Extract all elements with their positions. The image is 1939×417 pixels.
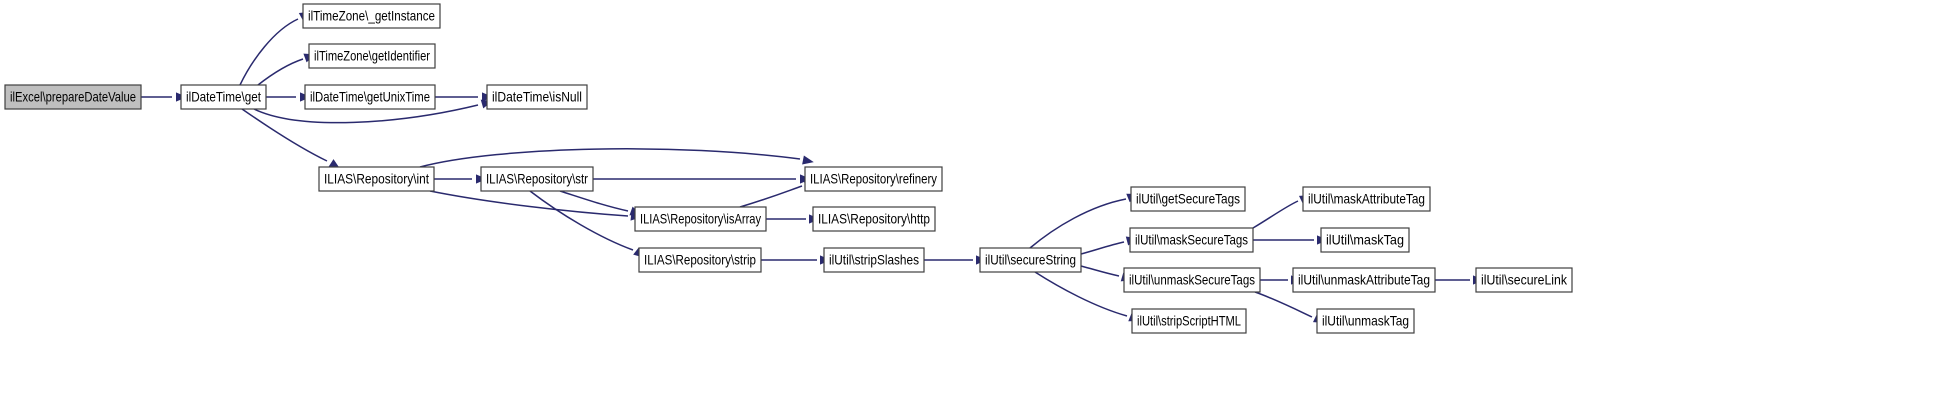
call-edge-get-to-getIdentifier (257, 58, 304, 86)
node-prepareDateValue[interactable]: ilExcel\prepareDateValue (4, 84, 142, 110)
node-box-str[interactable] (480, 166, 594, 192)
call-edge-get-to-int (241, 108, 328, 162)
arrowhead-int-to-refinery (802, 155, 814, 165)
node-box-maskTag[interactable] (1320, 227, 1410, 253)
node-box-prepareDateValue[interactable] (4, 84, 142, 110)
node-maskTag[interactable]: ilUtil\maskTag (1320, 227, 1410, 253)
node-maskAttributeTag[interactable]: ilUtil\maskAttributeTag (1302, 186, 1431, 212)
node-maskSecureTags[interactable]: ilUtil\maskSecureTags (1129, 227, 1254, 253)
node-unmaskTag[interactable]: ilUtil\unmaskTag (1316, 308, 1415, 334)
node-box-get[interactable] (180, 84, 267, 110)
node-box-strip[interactable] (638, 247, 762, 273)
node-get[interactable]: ilDateTime\get (180, 84, 267, 110)
node-box-isNull[interactable] (486, 84, 588, 110)
node-box-getSecureTags[interactable] (1130, 186, 1246, 212)
node-stripScriptHTML[interactable]: ilUtil\stripScriptHTML (1131, 308, 1247, 334)
node-box-refinery[interactable] (804, 166, 943, 192)
call-edge-unmaskSecureTags-to-unmaskTag (1254, 291, 1313, 318)
node-str[interactable]: ILIAS\Repository\str (480, 166, 594, 192)
node-box-getUnixTime[interactable] (304, 84, 436, 110)
node-http[interactable]: ILIAS\Repository\http (812, 206, 936, 232)
call-edge-str-to-strip (529, 190, 634, 251)
node-box-unmaskAttributeTag[interactable] (1292, 267, 1436, 293)
node-unmaskAttributeTag[interactable]: ilUtil\unmaskAttributeTag (1292, 267, 1436, 293)
call-edge-maskSecureTags-to-maskAttributeTag (1252, 200, 1299, 229)
node-getInstance[interactable]: ilTimeZone\_getInstance (302, 3, 441, 29)
call-edge-secureString-to-getSecureTags (1029, 198, 1127, 249)
node-refinery[interactable]: ILIAS\Repository\refinery (804, 166, 943, 192)
node-box-maskSecureTags[interactable] (1129, 227, 1254, 253)
node-box-int[interactable] (318, 166, 435, 192)
nodes-layer: ilExcel\prepareDateValue ilDateTime\get il… (4, 3, 1573, 334)
edges-layer (141, 18, 1470, 318)
node-isNull[interactable]: ilDateTime\isNull (486, 84, 588, 110)
node-getSecureTags[interactable]: ilUtil\getSecureTags (1130, 186, 1246, 212)
call-edge-int-to-isArray (429, 190, 629, 217)
node-stripSlashes[interactable]: ilUtil\stripSlashes (823, 247, 925, 273)
node-isArray[interactable]: ILIAS\Repository\isArray (634, 206, 767, 232)
node-box-getInstance[interactable] (302, 3, 441, 29)
node-int[interactable]: ILIAS\Repository\int (318, 166, 435, 192)
call-edge-isArray-to-refinery (739, 185, 803, 208)
node-box-isArray[interactable] (634, 206, 767, 232)
call-edge-secureString-to-stripScriptHTML (1034, 271, 1128, 317)
node-box-http[interactable] (812, 206, 936, 232)
call-edge-secureString-to-maskSecureTags (1080, 241, 1125, 255)
node-getUnixTime[interactable]: ilDateTime\getUnixTime (304, 84, 436, 110)
node-getIdentifier[interactable]: ilTimeZone\getIdentifier (308, 43, 436, 69)
call-edge-get-to-getInstance (239, 18, 299, 86)
node-secureString[interactable]: ilUtil\secureString (979, 247, 1082, 273)
node-box-unmaskSecureTags[interactable] (1123, 267, 1261, 293)
node-unmaskSecureTags[interactable]: ilUtil\unmaskSecureTags (1123, 267, 1261, 293)
node-box-unmaskTag[interactable] (1316, 308, 1415, 334)
call-edge-secureString-to-unmaskSecureTags (1080, 265, 1120, 277)
node-box-secureString[interactable] (979, 247, 1082, 273)
call-edge-str-to-isArray (559, 190, 629, 212)
node-box-stripScriptHTML[interactable] (1131, 308, 1247, 334)
call-edge-int-to-refinery (419, 148, 801, 168)
node-box-getIdentifier[interactable] (308, 43, 436, 69)
node-secureLink[interactable]: ilUtil\secureLink (1475, 267, 1573, 293)
node-strip[interactable]: ILIAS\Repository\strip (638, 247, 762, 273)
node-box-maskAttributeTag[interactable] (1302, 186, 1431, 212)
call-edge-get-to-isNull (253, 104, 479, 124)
node-box-secureLink[interactable] (1475, 267, 1573, 293)
node-box-stripSlashes[interactable] (823, 247, 925, 273)
